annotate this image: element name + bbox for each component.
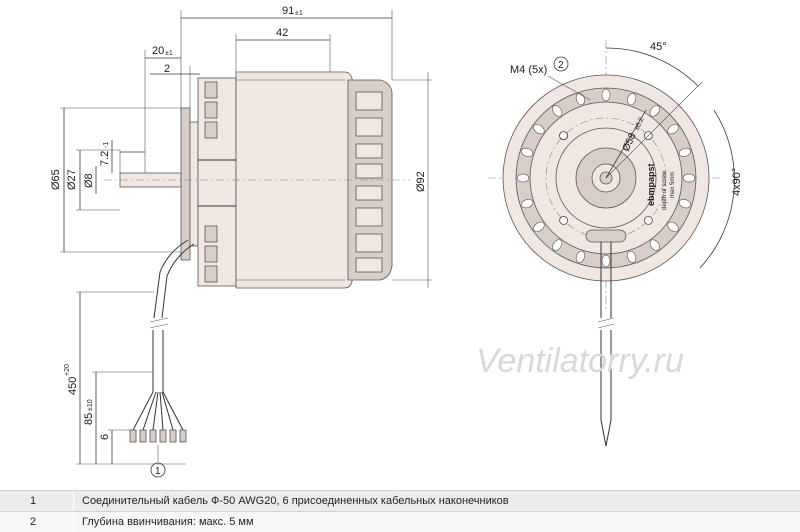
note-row: 1 Соединительный кабель Ф-50 AWG20, 6 пр… <box>0 490 800 511</box>
rib-slot <box>682 173 696 183</box>
bolt-circle <box>545 117 667 239</box>
left-dimensions <box>60 72 432 465</box>
watermark: Ventilatorry.ru <box>476 342 684 380</box>
dim-overall-length-tol: ±1 <box>295 10 303 17</box>
rib-slot <box>520 147 534 157</box>
rib-slot <box>601 88 611 102</box>
mount-ring <box>189 121 199 247</box>
rib-slot <box>649 239 660 251</box>
top-dimensions <box>119 10 393 173</box>
note-row: 2 Глубина ввинчивания: макс. 5 мм <box>0 511 800 532</box>
dim-hub-dia: Ø27 <box>66 169 78 190</box>
rib-slot <box>552 239 563 251</box>
dim-body-length: 42 <box>276 27 288 39</box>
dim-strip-length: 85 <box>83 413 95 425</box>
ring-ribs <box>516 88 696 268</box>
rib-slot <box>667 124 679 135</box>
rib-slot <box>516 173 530 183</box>
front-cable <box>585 229 627 447</box>
dim-flange-offset-tol: ±1 <box>165 50 173 57</box>
side-view: 91 ±1 42 20 ±1 2 Ø65 Ø27 Ø <box>50 5 432 478</box>
note-text: Глубина ввинчивания: макс. 5 мм <box>82 516 254 528</box>
angle-dimensions <box>605 47 735 269</box>
dim-shaft-dia: Ø8 <box>83 173 95 188</box>
dim-end-length: 6 <box>99 434 111 440</box>
dim-shaft-step-tol: -1 <box>103 142 110 148</box>
label-brand: ebmpapst <box>646 163 656 206</box>
rib-slot <box>575 250 585 264</box>
notes-table: 1 Соединительный кабель Ф-50 AWG20, 6 пр… <box>0 490 800 532</box>
fan-end <box>347 79 393 281</box>
dim-strip-length-tol: ±10 <box>87 399 94 411</box>
dim-cable-length-tol: +20 <box>64 364 71 376</box>
dim-cable-length: 450 <box>67 377 79 395</box>
rib-slot <box>533 124 545 135</box>
rib-slot <box>649 105 660 117</box>
dim-flange-offset: 20 <box>152 45 164 57</box>
dim-shaft-step: 7.2 <box>99 151 111 166</box>
dim-body-dia: Ø92 <box>415 171 427 192</box>
dim-thread: M4 (5x) <box>510 64 547 76</box>
note-number: 1 <box>0 491 74 511</box>
rib-block <box>197 77 237 287</box>
rib-slot <box>678 199 692 209</box>
dim-angle: 45° <box>650 41 667 53</box>
note-number: 2 <box>0 512 74 532</box>
cable-lugs <box>129 429 187 443</box>
mounting-hole <box>644 215 653 225</box>
rib-slot <box>678 147 692 157</box>
rib-slot <box>533 221 545 232</box>
front-view: ebmpapst depth of screw max 5mm 45° 4x90… <box>488 40 743 447</box>
mounting-hole <box>559 131 568 141</box>
dim-flange-dia: Ø65 <box>50 169 62 190</box>
mounting-holes <box>559 131 653 225</box>
dim-flange-thickness: 2 <box>164 63 170 75</box>
dim-overall-length: 91 <box>282 5 294 17</box>
mounting-hole <box>559 215 568 225</box>
dim-angle-pattern: 4x90° <box>731 168 743 196</box>
label-line1: depth of screw <box>662 170 668 210</box>
note-text: Соединительный кабель Ф-50 AWG20, 6 прис… <box>82 495 509 507</box>
svg-text:2: 2 <box>558 60 564 71</box>
rib-slot <box>601 254 611 268</box>
callout-1: 1 <box>150 445 166 478</box>
rib-slot <box>627 92 637 106</box>
flange-plate <box>180 107 191 261</box>
label-line2: max 5mm <box>670 172 676 198</box>
technical-drawing: 91 ±1 42 20 ±1 2 Ø65 Ø27 Ø <box>50 5 743 478</box>
rib-slot <box>552 105 563 117</box>
svg-text:1: 1 <box>155 466 161 477</box>
rotor-body <box>235 71 353 289</box>
cable <box>129 239 195 443</box>
rib-slot <box>520 199 534 209</box>
rib-slot <box>627 250 637 264</box>
rib-slot <box>667 221 679 232</box>
callout-2: 2 <box>553 56 569 72</box>
